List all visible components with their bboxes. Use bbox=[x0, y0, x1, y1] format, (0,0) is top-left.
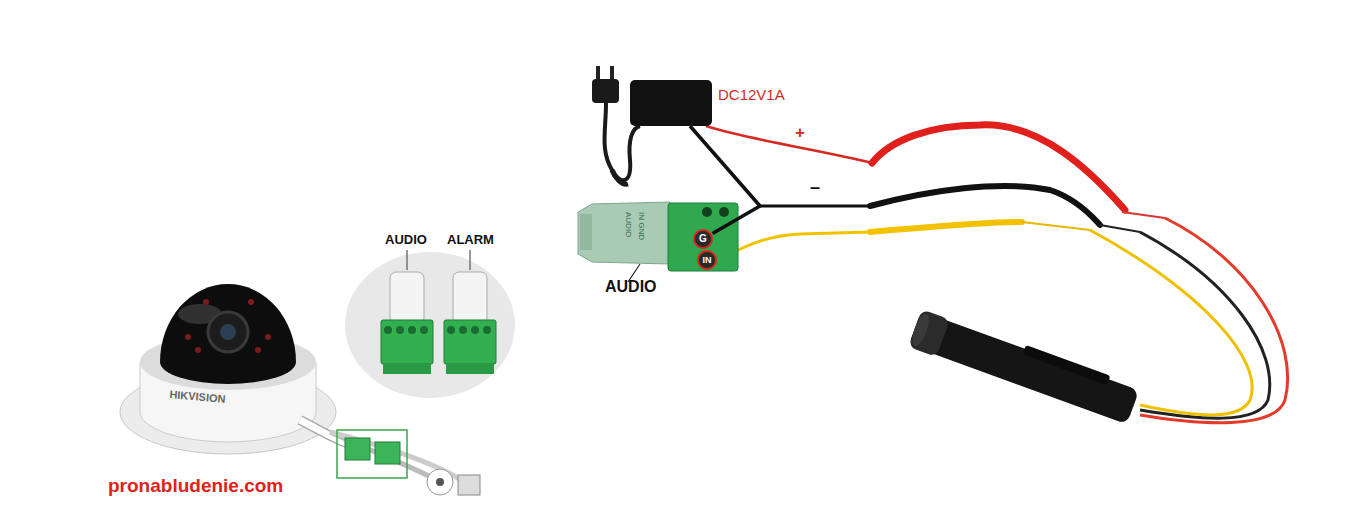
red-wire-part bbox=[706, 126, 872, 163]
audio-terminal-plug-part bbox=[702, 207, 712, 217]
dome-camera-part bbox=[248, 299, 254, 305]
dome-camera-part bbox=[208, 312, 248, 352]
inset-detail-part-part bbox=[444, 320, 496, 364]
watermark: pronabludenie.com bbox=[108, 476, 283, 497]
camera-housing: HIKVISION bbox=[118, 262, 343, 462]
red-wire-part bbox=[1122, 212, 1165, 218]
camera-cables-part bbox=[375, 442, 400, 464]
inset-detail-part-part bbox=[408, 326, 416, 334]
microphone-part bbox=[1022, 345, 1110, 385]
audio-terminal-plug-part bbox=[578, 202, 670, 264]
inset-detail-part-part bbox=[471, 326, 479, 334]
power-plug-part bbox=[610, 66, 614, 80]
voltage-label: DC12V1A bbox=[718, 87, 785, 104]
power-adapter: DC12V1A bbox=[630, 80, 712, 126]
dome-camera-part bbox=[255, 347, 261, 353]
inset-detail-part bbox=[381, 250, 496, 374]
inset-detail-part-part bbox=[406, 250, 407, 270]
black-wire-part bbox=[1100, 225, 1140, 232]
connector-print: IN GND bbox=[636, 212, 645, 240]
inset-detail-part-part bbox=[383, 364, 431, 374]
dome-camera-part bbox=[265, 334, 271, 340]
audio-terminal-plug-part bbox=[719, 207, 729, 217]
inset-detail bbox=[345, 250, 515, 398]
inset-detail-part-part bbox=[483, 326, 491, 334]
inset-detail-part-part bbox=[469, 250, 470, 270]
terminal-circle: IN bbox=[697, 250, 717, 270]
pin-name: IN bbox=[703, 256, 712, 265]
inset-detail-part-part bbox=[447, 326, 455, 334]
inset-detail-part-part bbox=[396, 326, 404, 334]
camera-cables-part bbox=[337, 430, 407, 478]
dome-camera-part bbox=[160, 284, 296, 384]
red-wire bbox=[706, 125, 1288, 423]
connector-inset: AUDIOALARM bbox=[345, 252, 515, 398]
connector-print: AUDIO bbox=[623, 212, 632, 237]
inset-detail-part-part bbox=[420, 326, 428, 334]
black-wire-part bbox=[870, 186, 1100, 225]
black-wire-part bbox=[760, 205, 870, 208]
camera-cables-part bbox=[458, 475, 480, 495]
camera-cables-part bbox=[345, 438, 370, 460]
yellow-wire-part bbox=[718, 232, 870, 259]
camera-cables-part bbox=[330, 432, 440, 482]
dome-camera bbox=[120, 284, 336, 454]
terminal-circle: G bbox=[693, 229, 713, 249]
port-name: ALARM bbox=[447, 233, 494, 247]
pin-name: G bbox=[699, 234, 707, 244]
camera-cables-part bbox=[427, 469, 453, 495]
audio-terminal-plug bbox=[578, 202, 738, 282]
audio-terminal-plug-part bbox=[668, 203, 738, 271]
dome-camera-part bbox=[220, 324, 236, 340]
inset-detail-part-part bbox=[453, 272, 487, 324]
black-wire-part bbox=[1140, 232, 1270, 418]
microphone-part bbox=[909, 312, 932, 348]
brand-name: HIKVISION bbox=[169, 388, 226, 405]
inset-detail-part bbox=[345, 252, 515, 398]
power-plug-part bbox=[612, 170, 628, 184]
polarity-sign: + bbox=[795, 124, 805, 143]
yellow-wire-part bbox=[1022, 222, 1090, 230]
microphone-part bbox=[908, 309, 950, 357]
camera-cables-part bbox=[436, 478, 444, 486]
dome-camera-part bbox=[195, 347, 201, 353]
power-plug-part bbox=[596, 66, 600, 80]
connector-label: AUDIO bbox=[605, 278, 657, 296]
inset-detail-part-part bbox=[381, 320, 433, 364]
audio-terminal-plug-part bbox=[580, 214, 592, 250]
microphone bbox=[908, 307, 1140, 426]
dome-camera-part bbox=[203, 299, 209, 305]
dome-camera-part bbox=[185, 334, 191, 340]
yellow-wire bbox=[718, 222, 1252, 415]
inset-detail-part-part bbox=[384, 326, 392, 334]
camera-cables bbox=[300, 420, 480, 495]
audio-connector: AUDIO G IN bbox=[578, 198, 740, 298]
power-plug-part bbox=[592, 79, 619, 103]
yellow-wire-part bbox=[870, 222, 1022, 232]
inset-detail-part-part bbox=[446, 364, 494, 374]
port-name: AUDIO bbox=[385, 233, 427, 247]
polarity-sign: – bbox=[810, 178, 820, 198]
inset-detail-part-part bbox=[390, 272, 424, 324]
inset-detail-part-part bbox=[459, 326, 467, 334]
wire-connector bbox=[690, 126, 760, 233]
